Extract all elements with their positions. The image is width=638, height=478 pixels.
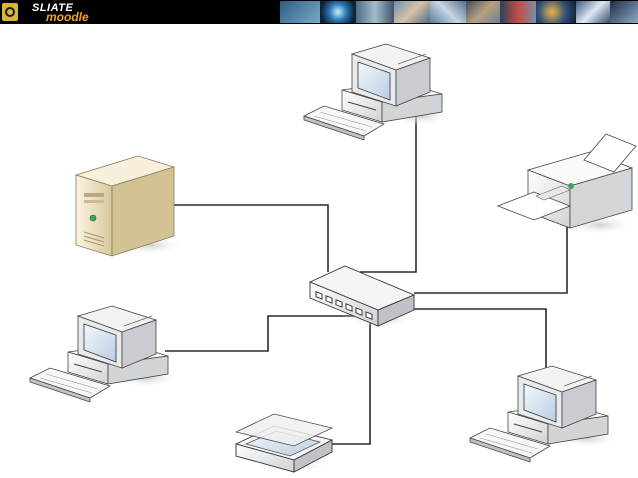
network-diagram bbox=[28, 43, 637, 473]
cable-pc-left bbox=[165, 315, 355, 352]
photo-strip bbox=[280, 1, 638, 23]
brand-name: SLIATE bbox=[32, 2, 74, 14]
cable-pc-top bbox=[360, 110, 417, 273]
header-banner: SLIATE moodle bbox=[0, 0, 638, 24]
network-switch-icon bbox=[308, 265, 420, 327]
printer-icon bbox=[496, 133, 637, 235]
network-cables bbox=[165, 110, 568, 445]
cable-server bbox=[172, 204, 329, 272]
desktop-computer-icon bbox=[28, 305, 180, 403]
flatbed-scanner-icon bbox=[234, 413, 334, 473]
desktop-computer-icon bbox=[302, 43, 454, 141]
logo-icon bbox=[2, 3, 18, 21]
brand-subname: moodle bbox=[46, 10, 89, 24]
cable-pc-bottom-right bbox=[414, 308, 547, 370]
cable-printer bbox=[414, 222, 568, 294]
desktop-computer-icon bbox=[468, 365, 620, 463]
cable-scanner bbox=[330, 322, 371, 445]
server-tower-icon bbox=[74, 155, 184, 257]
